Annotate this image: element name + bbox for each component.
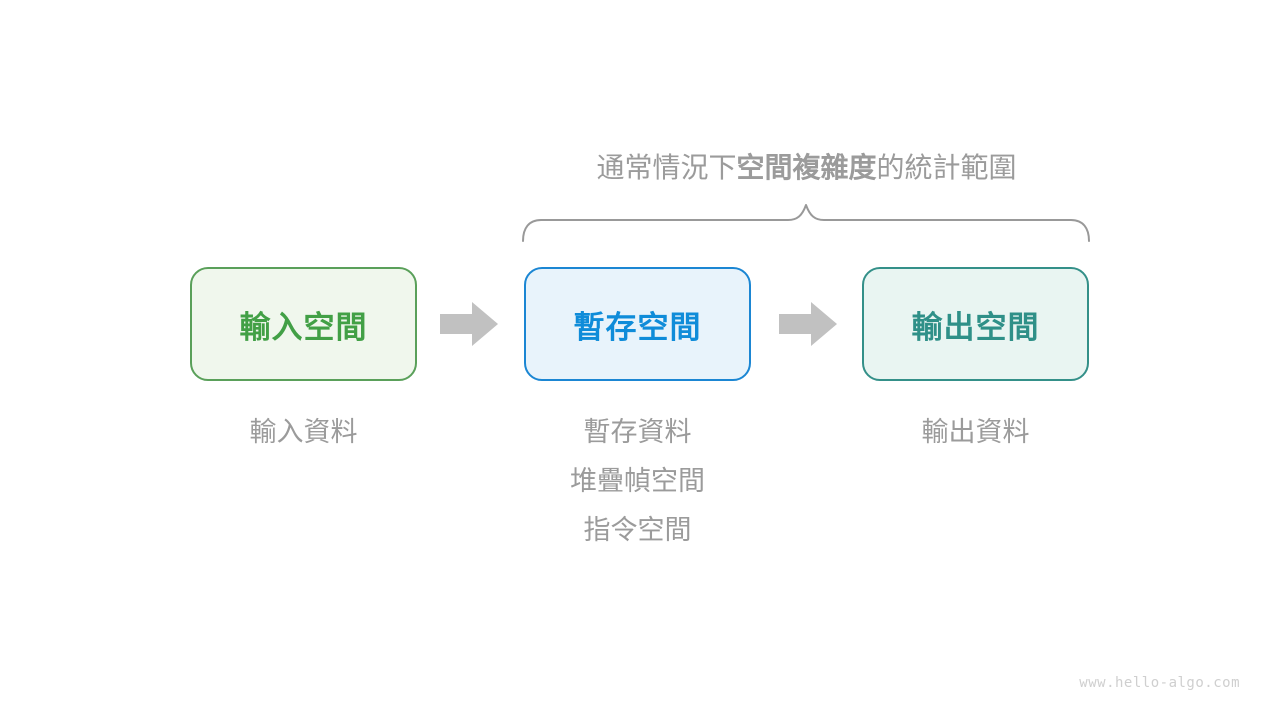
temp-space-annotations: 暫存資料 堆疊幀空間 指令空間 (524, 408, 751, 555)
annotation-stack-frame-space: 堆疊幀空間 (570, 466, 705, 496)
brace-caption-suffix: 的統計範圍 (876, 152, 1017, 183)
temp-space-box: 暫存空間 (524, 267, 751, 381)
annotation-output-data: 輸出資料 (921, 417, 1030, 447)
output-space-box: 輸出空間 (862, 267, 1089, 381)
output-space-annotations: 輸出資料 (862, 408, 1089, 457)
brace-caption-prefix: 通常情況下 (596, 152, 737, 183)
annotation-temp-data: 暫存資料 (583, 417, 692, 447)
annotation-input-data: 輸入資料 (249, 417, 358, 447)
brace-caption-term: 空間複雜度 (736, 152, 877, 183)
curly-brace-icon (522, 204, 1090, 242)
input-space-annotations: 輸入資料 (190, 408, 417, 457)
input-space-label: 輸入空間 (239, 309, 368, 345)
output-space-label: 輸出空間 (911, 309, 1040, 345)
arrow-right-icon (440, 302, 498, 346)
brace-caption: 通常情況下空間複雜度的統計範圍 (473, 146, 1140, 186)
watermark: www.hello-algo.com (1079, 675, 1240, 691)
annotation-instruction-space: 指令空間 (583, 515, 692, 545)
temp-space-label: 暫存空間 (573, 309, 702, 345)
input-space-box: 輸入空間 (190, 267, 417, 381)
arrow-right-icon (779, 302, 837, 346)
